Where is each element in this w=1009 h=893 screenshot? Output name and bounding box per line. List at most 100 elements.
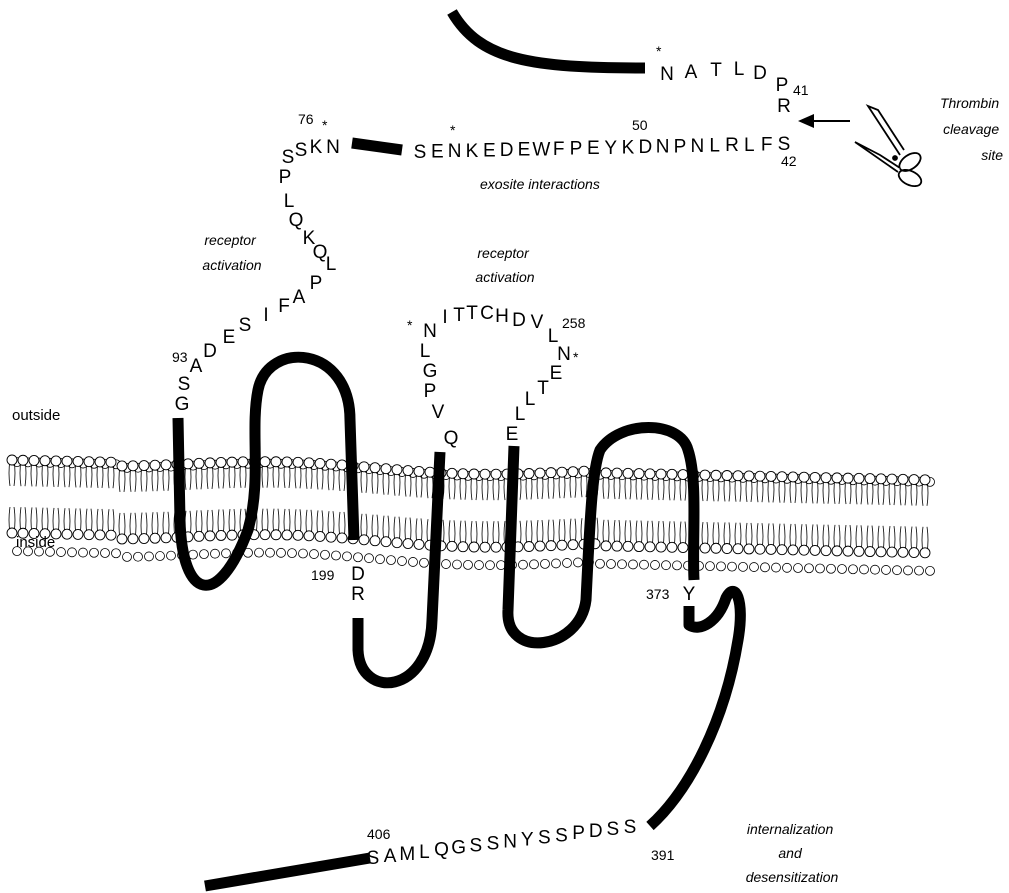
lipid-head [304,531,314,541]
residue-letter: T [710,60,722,81]
lipid-head [810,545,820,555]
residue-letter: L [744,135,755,156]
lipid-head [293,530,303,540]
lipid-head [854,546,864,556]
residue-letter: D [203,341,217,362]
residue-letter: E [550,363,563,384]
residue-letter: P [424,381,437,402]
lipid-head [392,538,402,548]
lipid-head [777,472,787,482]
lipid-head [62,529,72,539]
lipid-head [926,566,935,575]
lipid-head [865,474,875,484]
residue-number-391: 391 [651,847,675,863]
residue-letter: R [777,96,791,117]
lipid-head [73,529,83,539]
lipid-head [128,534,138,544]
lipid-head [480,542,490,552]
residue-letter: S [607,819,620,840]
residue-letter: Y [683,584,696,605]
annotation-line: activation [475,269,534,285]
residue-letter: E [223,327,236,348]
lipid-head [271,530,281,540]
lipid-head [491,542,501,552]
residue-letter: S [282,147,295,168]
lipid-head [794,564,803,573]
lipid-head [629,560,638,569]
cleavage-annotation: Thrombin cleavage site [940,95,1003,163]
glycosylation-marker: * [450,122,456,138]
lipid-head [711,543,721,553]
cleavage-annotation-line: cleavage [943,121,999,137]
residue-letter: S [414,142,427,163]
residue-letter: E [431,142,444,163]
lipid-head [414,539,424,549]
receptor-activation-annotation: receptor activation [202,232,261,273]
lipid-head [343,552,352,561]
lipid-head [409,557,418,566]
glycosylation-marker: * [573,349,579,365]
residue-letter: Q [434,840,449,861]
lipid-head [106,530,116,540]
lipid-head [475,561,484,570]
residue-letter: V [432,402,445,423]
lipid-head [777,545,787,555]
lipid-head [95,530,105,540]
lipid-head [370,463,380,473]
helix8-segment [650,591,740,826]
residue-letter: D [753,63,767,84]
lipid-head [596,559,605,568]
residue-letter: D [500,140,514,161]
lipid-head [277,548,286,557]
lipid-head [816,564,825,573]
residue-letter: A [685,62,698,83]
residue-letter: K [622,137,635,158]
residue-letter: N [557,344,571,365]
cleavage-annotation-line: Thrombin [940,95,999,111]
residue-letter: F [553,139,565,160]
lipid-head [480,469,490,479]
lipid-head [744,544,754,554]
lipid-head [733,544,743,554]
residue-letter: V [531,312,544,333]
lipid-head [469,469,479,479]
residue-letter: P [776,75,789,96]
residue-letter: L [734,59,745,80]
residue-number-41: 41 [793,82,809,98]
residue-letter: D [512,310,526,331]
lipid-head [739,562,748,571]
lipid-head [194,531,204,541]
lipid-head [112,549,121,558]
lipid-head [458,542,468,552]
c-terminal-segment [205,858,370,886]
lipid-head [370,536,380,546]
internalization-annotation: internalization and desensitization [746,821,839,885]
lipid-head [909,475,919,485]
lipid-head [612,541,622,551]
residue-letter: L [525,389,536,410]
lipid-head [827,564,836,573]
lipid-head [799,472,809,482]
residue-number-76: 76 [298,111,314,127]
lipid-head [205,458,215,468]
residue-letter: D [351,564,365,585]
annotation-line: internalization [747,821,834,837]
lipid-bilayer-membrane [7,455,935,575]
exosite-annotation: exosite interactions [480,176,600,192]
lipid-head [442,560,451,569]
residue-letter: N [326,137,340,158]
lipid-head [150,533,160,543]
lipid-head [139,534,149,544]
lipid-head [381,537,391,547]
residue-number-42: 42 [781,153,797,169]
lipid-head [607,559,616,568]
residue-letter: L [326,254,337,275]
residue-number-258: 258 [562,315,586,331]
lipid-head [420,558,429,567]
residue-letter: E [518,140,531,161]
lipid-head [205,531,215,541]
receptor-activation-annotation: receptor activation [475,245,534,285]
residue-number-50: 50 [632,117,648,133]
residue-letter: P [572,823,585,844]
